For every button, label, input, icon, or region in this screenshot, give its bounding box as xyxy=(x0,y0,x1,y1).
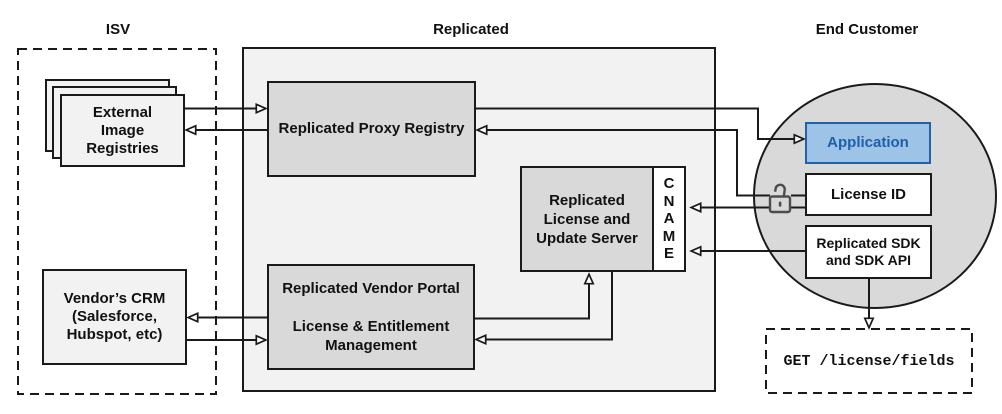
vendor-portal-node: Replicated Vendor Portal License & Entit… xyxy=(267,264,475,370)
replicated-sdk-line2: and SDK API xyxy=(825,252,912,268)
cname-label: C N A M E xyxy=(663,175,676,263)
vendor-crm-node: Vendor’s CRM (Salesforce, Hubspot, etc) xyxy=(42,269,187,365)
cname-letter-a: A xyxy=(663,210,675,228)
license-update-server-node: Replicated License and Update Server xyxy=(520,166,654,272)
isv-dashed-region xyxy=(17,48,217,395)
cname-letter-c: C xyxy=(663,175,675,193)
cname-letter-m: M xyxy=(662,227,676,245)
vendor-portal-line1: Replicated Vendor Portal xyxy=(282,280,460,297)
replicated-sdk-line1: Replicated SDK xyxy=(816,235,921,251)
license-update-server-line2: License and xyxy=(543,210,631,228)
application-label: Application xyxy=(827,134,909,151)
license-id-node: License ID xyxy=(805,173,932,216)
vendor-crm-line2: (Salesforce, xyxy=(71,308,158,325)
license-update-server-line1: Replicated xyxy=(549,191,625,209)
section-label-replicated: Replicated xyxy=(433,21,509,38)
cname-letter-n: N xyxy=(663,192,675,210)
cname-node: C N A M E xyxy=(652,166,686,272)
vendor-portal-line4: Management xyxy=(325,337,417,354)
external-registries-node: External Image Registries xyxy=(60,94,185,167)
license-update-server-line3: Update Server xyxy=(536,229,638,247)
replicated-sdk-node: Replicated SDK and SDK API xyxy=(805,225,932,279)
vendor-crm-line1: Vendor’s CRM xyxy=(63,290,166,307)
section-label-end-customer: End Customer xyxy=(815,21,919,38)
section-label-isv: ISV xyxy=(105,21,131,38)
proxy-registry-node: Replicated Proxy Registry xyxy=(267,81,476,177)
vendor-portal-line3: License & Entitlement xyxy=(292,318,450,335)
cname-letter-e: E xyxy=(663,245,674,263)
vendor-crm-line3: Hubspot, etc) xyxy=(66,326,163,343)
external-registries-line3: Registries xyxy=(86,139,159,157)
application-node: Application xyxy=(805,122,931,164)
license-id-label: License ID xyxy=(830,185,907,203)
get-endpoint-label: GET /license/fields xyxy=(783,352,955,370)
external-registries-line2: Image xyxy=(100,121,145,139)
proxy-registry-label: Replicated Proxy Registry xyxy=(278,120,465,137)
external-registries-line1: External xyxy=(92,103,153,121)
